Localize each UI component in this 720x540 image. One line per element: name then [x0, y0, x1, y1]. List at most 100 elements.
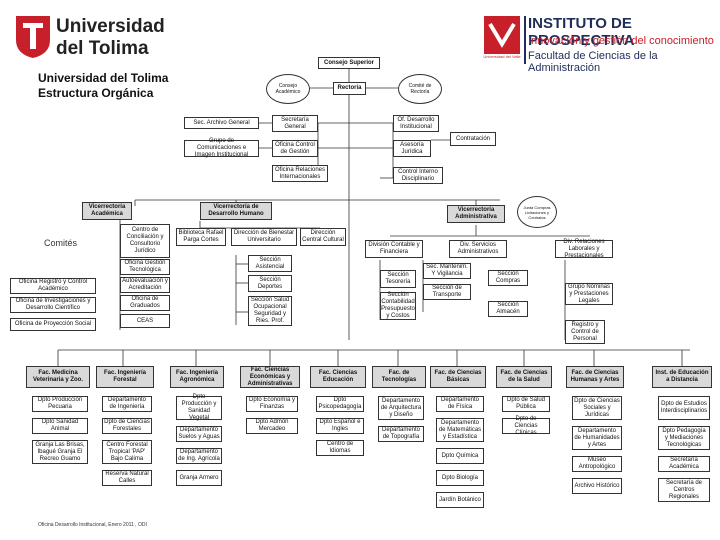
faculty-header: Fac. Medicina Veterinaria y Zoo.: [26, 366, 90, 388]
ut-logo: [14, 14, 52, 60]
faculty-header: Fac. Ciencias Educación: [310, 366, 366, 388]
faculty-department: Granja Las Brisas, Ibagué Granja El Recr…: [32, 440, 88, 464]
faculty-department: Departamento de Matemáticas y Estadístic…: [436, 418, 484, 442]
biblioteca-box: Biblioteca Rafael Parga Cortes: [176, 228, 226, 246]
vicerrectoria-academica-box: Vicerrectoría Académica: [82, 202, 132, 220]
faculty-header: Inst. de Educación a Distancia: [652, 366, 712, 388]
ip-divider: [524, 16, 526, 64]
faculty-department: Dpto Producción Pecuaria: [32, 396, 88, 412]
centro-conciliacion-box: Centro de Conciliación y Consultorio Jur…: [120, 224, 170, 258]
seccion-tesoreria-box: Sección Tesorería: [380, 270, 416, 288]
seccion-compras-box: Sección Compras: [488, 270, 528, 286]
junta-compras-node: Junta Compras Licitaciones y Contratos: [517, 196, 557, 228]
faculty-department: Dpto de Ciencias Forestales: [102, 418, 152, 434]
div-relaciones-box: Div. Relaciones Laborales y Prestacional…: [555, 239, 613, 259]
oficina-investigaciones-box: Oficina de Investigaciones y Desarrollo …: [10, 297, 96, 313]
faculty-header: Fac. de Tecnologías: [372, 366, 426, 388]
sec-archivo-box: Sec. Archivo General: [184, 117, 259, 129]
oficina-relaciones-box: Oficina Relaciones Internacionales: [272, 165, 328, 182]
faculty-department: Granja Armero: [176, 470, 222, 486]
chart-subtitle: Estructura Orgánica: [38, 86, 154, 100]
univalle-shield-icon: [484, 16, 520, 54]
seccion-salud-box: Sección Salud Ocupacional Seguridad y Ri…: [248, 296, 292, 326]
asesoria-juridica-box: Asesoría Jurídica: [393, 140, 431, 157]
faculty-header: Fac. Ciencias Económicas y Administrativ…: [240, 366, 300, 388]
faculty-department: Departamento Suelos y Aguas: [176, 426, 222, 442]
comite-rectoria-node: Comité de Rectoría: [398, 74, 442, 104]
ut-name-line2: del Tolima: [56, 38, 149, 59]
faculty-department: Centro de Idiomas: [316, 440, 364, 456]
division-contable-box: División Contable y Financiera: [365, 240, 423, 258]
faculty-header: Fac. de Ciencias Básicas: [430, 366, 486, 388]
ip-logo: [482, 14, 522, 64]
chart-title: Universidad del Tolima: [38, 71, 169, 85]
secretaria-general-box: Secretaría General: [272, 115, 318, 132]
ip-subtitle-2: Facultad de Ciencias de la Administració…: [528, 50, 658, 74]
ip-subtitle: Innovación y gestión del conocimiento: [528, 35, 714, 47]
faculty-department: Dpto Sanidad Animal: [32, 418, 88, 434]
faculty-department: Dpto de Estudios Interdisciplinarios: [658, 396, 710, 420]
faculty-department: Departamento de Humanidades y Artes: [572, 426, 622, 450]
seccion-asistencial-box: Sección Asistencial: [248, 255, 292, 272]
grupo-nominas-box: Grupo Nóminas y Prestaciones Legales: [565, 283, 613, 305]
faculty-department: Secretaría Académica: [658, 456, 710, 472]
direccion-cultural-box: Dirección Central Cultural: [300, 228, 346, 246]
oficina-registro-box: Oficina Registro y Control Académico: [10, 278, 96, 294]
faculty-department: Reserva Natural Calles: [102, 470, 152, 486]
faculty-department: Jardín Botánico: [436, 492, 484, 508]
faculty-department: Dpto Producción y Sanidad Vegetal: [176, 394, 222, 421]
div-servicios-box: Div. Servicios Administrativos: [449, 240, 507, 258]
ip-logo-caption: Universidad del Valle: [483, 54, 521, 59]
seccion-deportes-box: Sección Deportes: [248, 275, 292, 292]
seccion-contabilidad-box: Sección Contabilidad Presupuesto y Costo…: [380, 292, 416, 320]
oficina-control-box: Oficina Control de Gestión: [272, 140, 318, 157]
seccion-transporte-box: Sección de Transporte: [423, 284, 471, 300]
faculty-department: Centro Forestal Tropical 'PAP' Bajo Cali…: [102, 440, 152, 464]
oficina-proyeccion-box: Oficina de Proyección Social: [10, 318, 96, 331]
sec-mantenimiento-box: Sec. Mantenim. Y Vigilancia: [423, 263, 471, 279]
faculty-department: Departamento de Ing. Agrícola: [176, 448, 222, 464]
faculty-department: Departamento de Topografía: [378, 426, 424, 442]
ut-name-line1: Universidad: [56, 16, 165, 37]
faculty-department: Secretaría de Centros Regionales: [658, 478, 710, 502]
ip-title: INSTITUTO DE PROSPECTIVA: [528, 15, 635, 49]
faculty-department: Departamento de Física: [436, 396, 484, 412]
faculty-header: Fac. Ingeniería Agronómica: [170, 366, 224, 388]
faculty-header: Fac. Ingeniería Forestal: [96, 366, 154, 388]
faculty-department: Dpto de Ciencias Clínicas: [502, 416, 550, 436]
faculty-department: Dpto de Salud Pública: [502, 396, 550, 412]
vicerrectoria-desarrollo-box: Vicerrectoría de Desarrollo Humano: [200, 202, 272, 220]
ut-shield-icon: [16, 16, 50, 58]
contratacion-box: Contratación: [450, 132, 496, 146]
seccion-almacen-box: Sección Almacén: [488, 301, 528, 317]
vicerrectoria-administrativa-box: Vicerrectoría Administrativa: [447, 205, 505, 223]
faculty-department: Dpto Psicopedagogía: [316, 396, 364, 412]
faculty-department: Departamento de Ingeniería: [102, 396, 152, 412]
faculty-department: Archivo Histórico: [572, 478, 622, 494]
faculty-department: Dpto Química: [436, 448, 484, 464]
faculty-department: Dpto Biología: [436, 470, 484, 486]
faculty-department: Museo Antropológico: [572, 456, 622, 472]
grupo-comunicaciones-box: Grupo de Comunicaciones e Imagen Institu…: [184, 138, 259, 158]
faculty-department: Departamento de Arquitectura y Diseño: [378, 396, 424, 420]
footer-note: Oficina Desarrollo Institucional, Enero …: [38, 522, 147, 528]
ceas-box: CEAS: [120, 314, 170, 328]
autoevaluacion-box: Autoevaluación y Acreditación: [120, 277, 170, 293]
rectoria-box: Rectoría: [333, 82, 366, 95]
registro-control-box: Registro y Control de Personal: [565, 320, 605, 344]
consejo-superior-box: Consejo Superior: [318, 57, 380, 69]
faculty-department: Dpto Admón Mercadeo: [246, 418, 298, 434]
faculty-department: Dpto Pedagogía y Mediaciones Tecnológica…: [658, 426, 710, 450]
comites-label: Comités: [44, 238, 78, 248]
faculty-department: Dpto de Ciencias Sociales y Jurídicas: [572, 396, 622, 420]
faculty-header: Fac. de Ciencias Humanas y Artes: [566, 366, 624, 388]
faculty-department: Dpto Español e Ingles: [316, 418, 364, 434]
oficina-gestion-box: Oficina Gestión Tecnológica: [120, 259, 170, 275]
of-desarrollo-box: Of. Desarrollo Institucional: [393, 115, 439, 132]
control-interno-box: Control Interno Disciplinario: [393, 167, 443, 184]
consejo-academico-node: Consejo Académico: [266, 74, 310, 104]
oficina-graduados-box: Oficina de Graduados: [120, 295, 170, 311]
direccion-bienestar-box: Dirección de Bienestar Universitario: [231, 228, 297, 246]
faculty-header: Fac. de Ciencias de la Salud: [496, 366, 552, 388]
faculty-department: Dpto Economía y Finanzas: [246, 396, 298, 412]
